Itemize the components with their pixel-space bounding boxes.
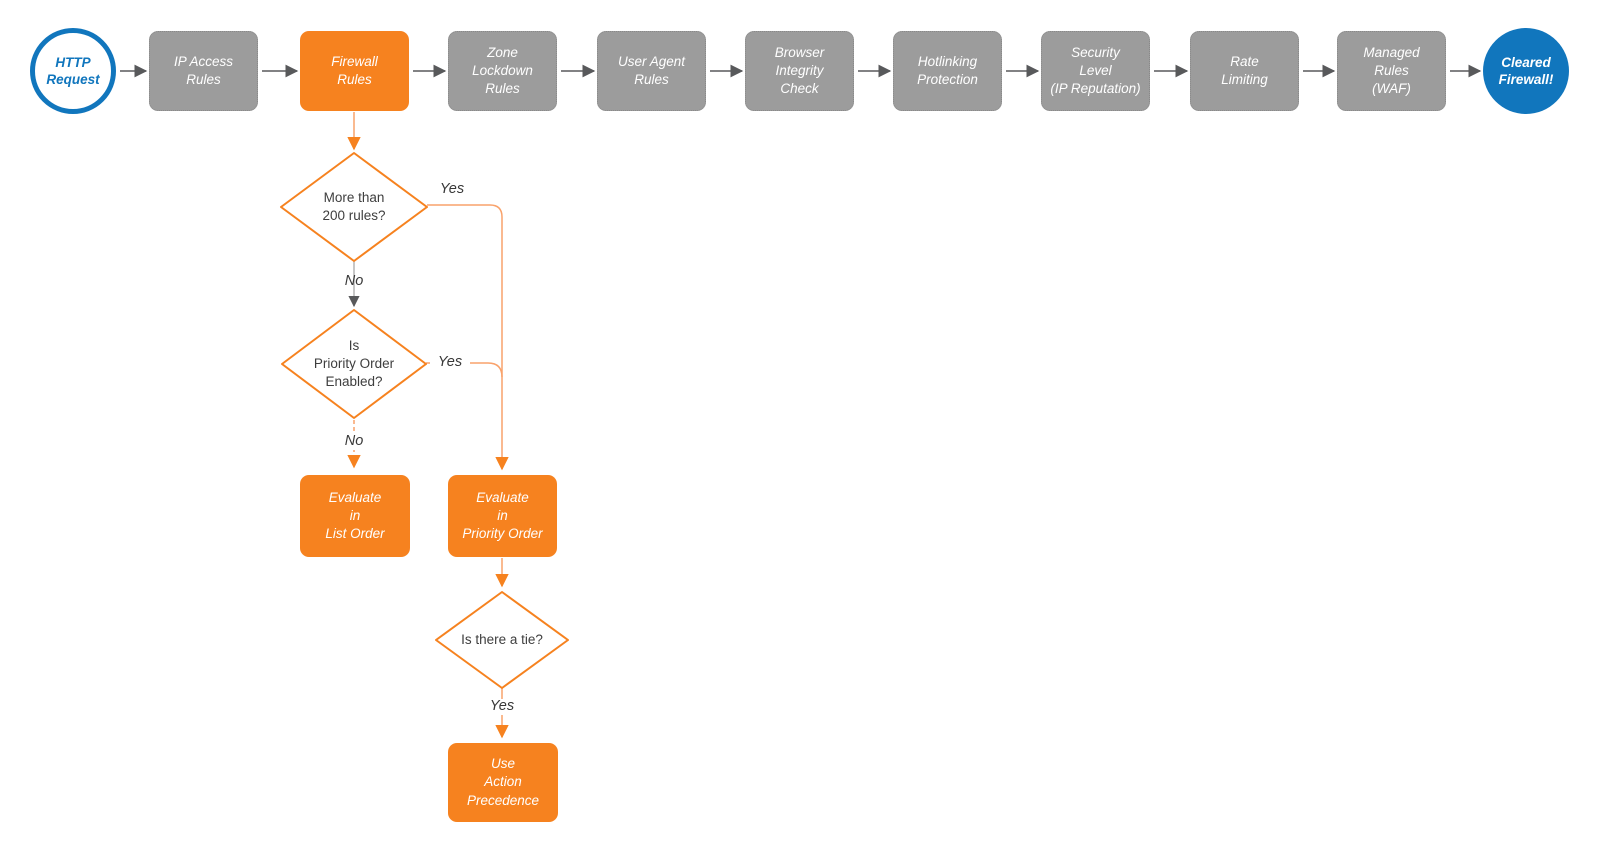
node-evaluate-list-order: Evaluate in List Order [300, 475, 410, 557]
node-zone-lockdown-rules: Zone Lockdown Rules [448, 31, 557, 111]
decision-more-than-200-text: More than 200 rules? [322, 190, 386, 224]
decision-diamond-tie [435, 591, 569, 689]
decision-tie-text: Is there a tie? [461, 632, 543, 647]
node-hotlinking-protection: Hotlinking Protection [893, 31, 1002, 111]
label-decision1-no: No [344, 273, 364, 289]
decision-diamond-priority-order [281, 309, 427, 419]
node-use-action-precedence: Use Action Precedence [448, 743, 558, 822]
edge-decision2-yes [426, 362, 503, 378]
edge-decision1-yes [427, 204, 509, 471]
label-decision2-no: No [334, 433, 374, 450]
node-browser-integrity-check: Browser Integrity Check [745, 31, 854, 111]
label-decision1-yes: Yes [439, 181, 465, 197]
node-security-level: Security Level (IP Reputation) [1041, 31, 1150, 111]
label-decision3-yes: Yes [482, 698, 522, 715]
node-firewall-rules: Firewall Rules [300, 31, 409, 111]
node-evaluate-priority-order: Evaluate in Priority Order [448, 475, 557, 557]
node-ip-access-rules: IP Access Rules [149, 31, 258, 111]
node-http-request: HTTP Request [30, 28, 116, 114]
decision-diamond-more-than-200 [280, 152, 428, 262]
node-user-agent-rules: User Agent Rules [597, 31, 706, 111]
node-managed-rules-waf: Managed Rules (WAF) [1337, 31, 1446, 111]
decision-priority-order-text: Is Priority Order Enabled? [313, 338, 395, 390]
label-decision2-yes: Yes [430, 354, 470, 371]
node-cleared-firewall: Cleared Firewall! [1483, 28, 1569, 114]
node-rate-limiting: Rate Limiting [1190, 31, 1299, 111]
